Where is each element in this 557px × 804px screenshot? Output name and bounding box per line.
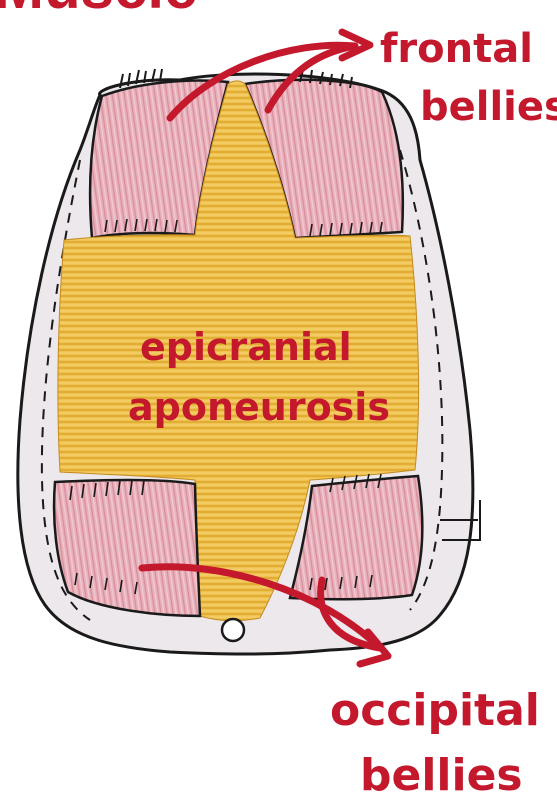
label-frontal-line1: frontal [380,26,533,72]
label-occipital-line1: occipital [330,685,540,736]
label-frontal-line2: bellies [420,84,557,130]
label-occipital-line2: bellies [360,750,523,801]
page-title: Muscle [0,0,197,21]
label-aponeurosis-line2: aponeurosis [128,385,390,429]
occipital-protuberance [222,619,244,641]
label-aponeurosis-line1: epicranial [140,325,352,369]
occipital-belly-left [54,480,200,616]
